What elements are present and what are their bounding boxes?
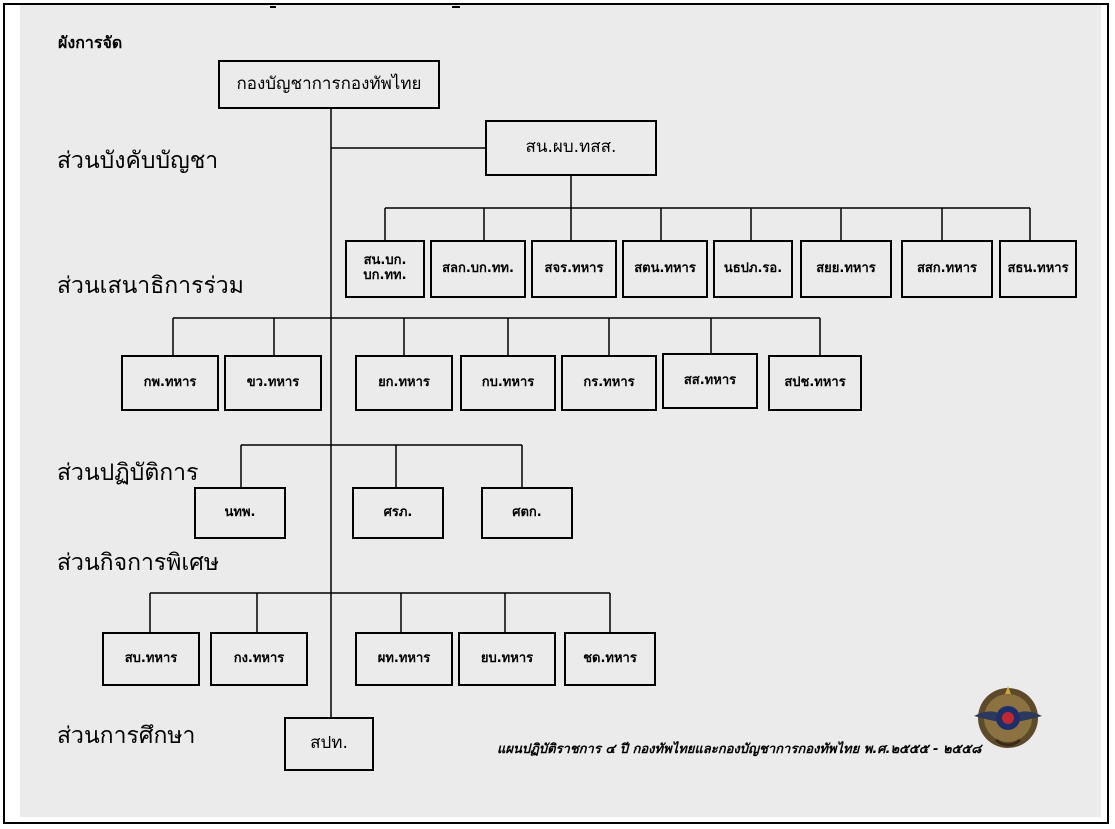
box-special-unit: ยบ.ทหาร xyxy=(458,632,556,686)
box-command-unit: สลก.บก.ทท. xyxy=(430,240,526,298)
box-command-unit: สยย.ทหาร xyxy=(800,240,892,298)
box-staff-unit: ยก.ทหาร xyxy=(355,355,453,411)
page-heading: ผังการจัด xyxy=(58,33,123,52)
box-staff-unit: กร.ทหาร xyxy=(561,355,657,411)
box-staff-unit: กบ.ทหาร xyxy=(460,355,556,411)
box-command-unit: นธปภ.รอ. xyxy=(713,240,793,298)
box-special-unit: ผท.ทหาร xyxy=(355,632,453,686)
box-operation-unit: ศรภ. xyxy=(352,487,444,539)
top-mark-right xyxy=(452,6,460,8)
box-operation-unit: นทพ. xyxy=(194,487,286,539)
section-label-special-affairs: ส่วนกิจการพิเศษ xyxy=(57,550,220,576)
box-royal-thai-armed-forces-hq: กองบัญชาการกองทัพไทย xyxy=(218,60,440,109)
box-special-unit: สบ.ทหาร xyxy=(102,632,200,686)
box-command-unit: สน.บก. บก.ทท. xyxy=(345,240,425,298)
box-special-unit: กง.ทหาร xyxy=(210,632,308,686)
box-staff-unit: สส.ทหาร xyxy=(662,353,758,409)
box-staff-unit: ขว.ทหาร xyxy=(224,355,322,411)
footer-caption: แผนปฏิบัติราชการ ๔ ปี กองทัพไทยและกองบัญ… xyxy=(497,742,982,757)
box-command-office: สน.ผบ.ทสส. xyxy=(485,120,657,176)
section-label-operations: ส่วนปฏิบัติการ xyxy=(57,460,199,486)
box-command-unit: สจร.ทหาร xyxy=(531,240,617,298)
box-staff-unit: กพ.ทหาร xyxy=(121,355,219,411)
section-label-education: ส่วนการศึกษา xyxy=(57,723,196,749)
box-command-unit: สธน.ทหาร xyxy=(999,240,1077,298)
box-education-unit: สปท. xyxy=(284,717,374,771)
armed-forces-emblem-icon xyxy=(974,686,1042,748)
section-label-command: ส่วนบังคับบัญชา xyxy=(57,148,219,174)
box-command-unit: สสก.ทหาร xyxy=(901,240,993,298)
box-special-unit: ชด.ทหาร xyxy=(564,632,656,686)
box-operation-unit: ศตก. xyxy=(481,487,573,539)
section-label-joint-staff: ส่วนเสนาธิการร่วม xyxy=(57,273,244,299)
top-mark-left xyxy=(270,6,276,8)
box-staff-unit: สปช.ทหาร xyxy=(768,355,862,411)
box-command-unit: สตน.ทหาร xyxy=(622,240,708,298)
